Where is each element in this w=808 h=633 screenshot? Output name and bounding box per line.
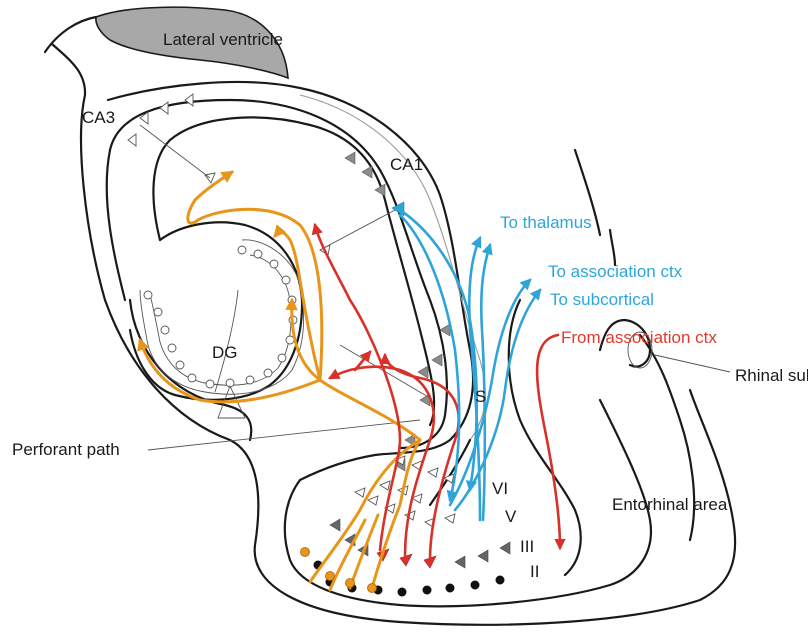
association-input-red xyxy=(315,225,560,560)
perforant-path-leader xyxy=(148,420,420,450)
ventricle-wall-line xyxy=(45,17,96,52)
subiculum-outline xyxy=(285,400,651,606)
label-ca1: CA1 xyxy=(390,155,423,174)
rhinal-sulcus-leader xyxy=(655,355,730,372)
label-lateral-ventricle: Lateral ventricle xyxy=(163,30,283,49)
label-from-association-ctx: From association ctx xyxy=(561,328,717,347)
label-layer-ii: II xyxy=(530,562,539,581)
label-to-subcortical: To subcortical xyxy=(550,290,654,309)
label-entorhinal-area: Entorhinal area xyxy=(612,495,728,514)
perforant-pathway-orange xyxy=(140,172,420,593)
label-layer-v: V xyxy=(505,507,517,526)
output-pathways-blue xyxy=(400,210,540,520)
label-rhinal-sulcus: Rhinal sulcus xyxy=(735,366,808,385)
label-dg: DG xyxy=(212,343,238,362)
ca3-axon-line xyxy=(140,125,210,178)
label-perforant-path: Perforant path xyxy=(12,440,120,459)
ca1-schaffer-line xyxy=(320,210,395,250)
dg-hilus-line xyxy=(215,290,238,392)
layer-iii-cells xyxy=(330,519,510,568)
label-subiculum: S xyxy=(475,387,486,406)
dg-granule-cells xyxy=(144,246,297,388)
dg-granule-layer-inner xyxy=(150,255,291,385)
label-to-thalamus: To thalamus xyxy=(500,213,592,232)
label-layer-vi: VI xyxy=(492,479,508,498)
dg-granule-layer-outer xyxy=(140,240,304,394)
label-to-association-ctx: To association ctx xyxy=(548,262,683,281)
rhinal-sulcus-upper xyxy=(575,150,615,265)
label-ca3: CA3 xyxy=(82,108,115,127)
label-layer-iii: III xyxy=(520,537,534,556)
